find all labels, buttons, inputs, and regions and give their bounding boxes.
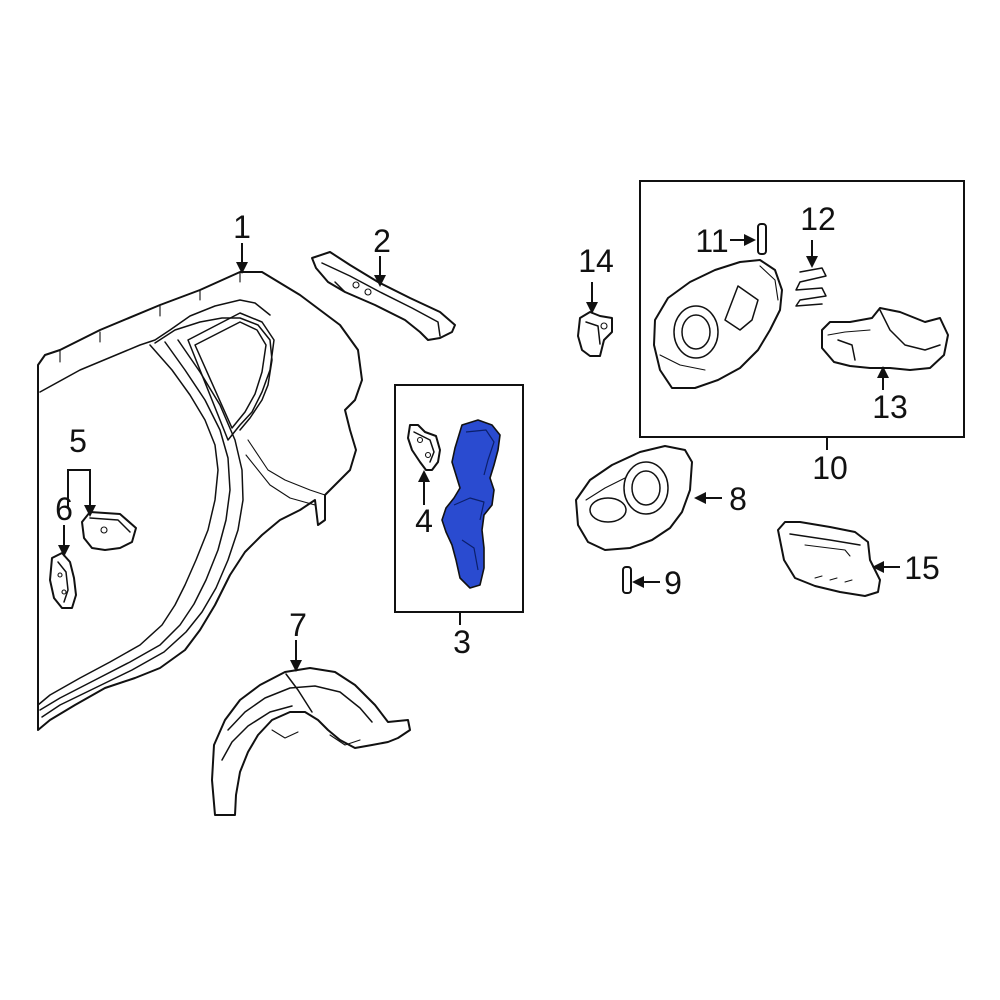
callout-2: 2 bbox=[373, 223, 391, 259]
part-4-bracket[interactable] bbox=[407, 424, 441, 471]
part-1-quarter-panel[interactable] bbox=[37, 271, 363, 731]
callout-1: 1 bbox=[233, 209, 251, 245]
part-12-spring[interactable] bbox=[795, 267, 827, 307]
part-2-rail[interactable] bbox=[311, 251, 456, 341]
callout-labels: 1 2 3 4 5 6 7 8 9 10 11 12 13 14 15 bbox=[55, 201, 940, 660]
part-6-bracket[interactable] bbox=[49, 552, 77, 609]
callout-10: 10 bbox=[812, 450, 848, 486]
part-8-filler-housing[interactable] bbox=[575, 445, 693, 551]
callout-5: 5 bbox=[69, 423, 87, 459]
leader-lines bbox=[58, 234, 900, 672]
part-3-reinforcement[interactable] bbox=[441, 419, 501, 589]
callout-8: 8 bbox=[729, 481, 747, 517]
callout-7: 7 bbox=[289, 607, 307, 643]
callout-13: 13 bbox=[872, 389, 908, 425]
part-9-pin[interactable] bbox=[622, 566, 632, 594]
callout-6: 6 bbox=[55, 491, 73, 527]
callout-11: 11 bbox=[695, 223, 728, 259]
part-15-fuel-door[interactable] bbox=[777, 521, 881, 597]
callout-9: 9 bbox=[664, 565, 682, 601]
part-11-pin[interactable] bbox=[757, 223, 767, 255]
callout-3: 3 bbox=[453, 624, 471, 660]
part-7-wheelhouse-liner[interactable] bbox=[211, 667, 411, 816]
part-13-actuator-bracket[interactable] bbox=[821, 307, 949, 371]
group-box-10 bbox=[639, 180, 965, 438]
callout-15: 15 bbox=[904, 550, 940, 586]
part-14-sensor[interactable] bbox=[577, 311, 613, 357]
part-10-fuel-door-assembly[interactable] bbox=[653, 259, 783, 389]
callout-12: 12 bbox=[800, 201, 836, 237]
part-5-bracket[interactable] bbox=[81, 511, 137, 551]
callout-4: 4 bbox=[415, 503, 433, 539]
callout-14: 14 bbox=[578, 243, 614, 279]
